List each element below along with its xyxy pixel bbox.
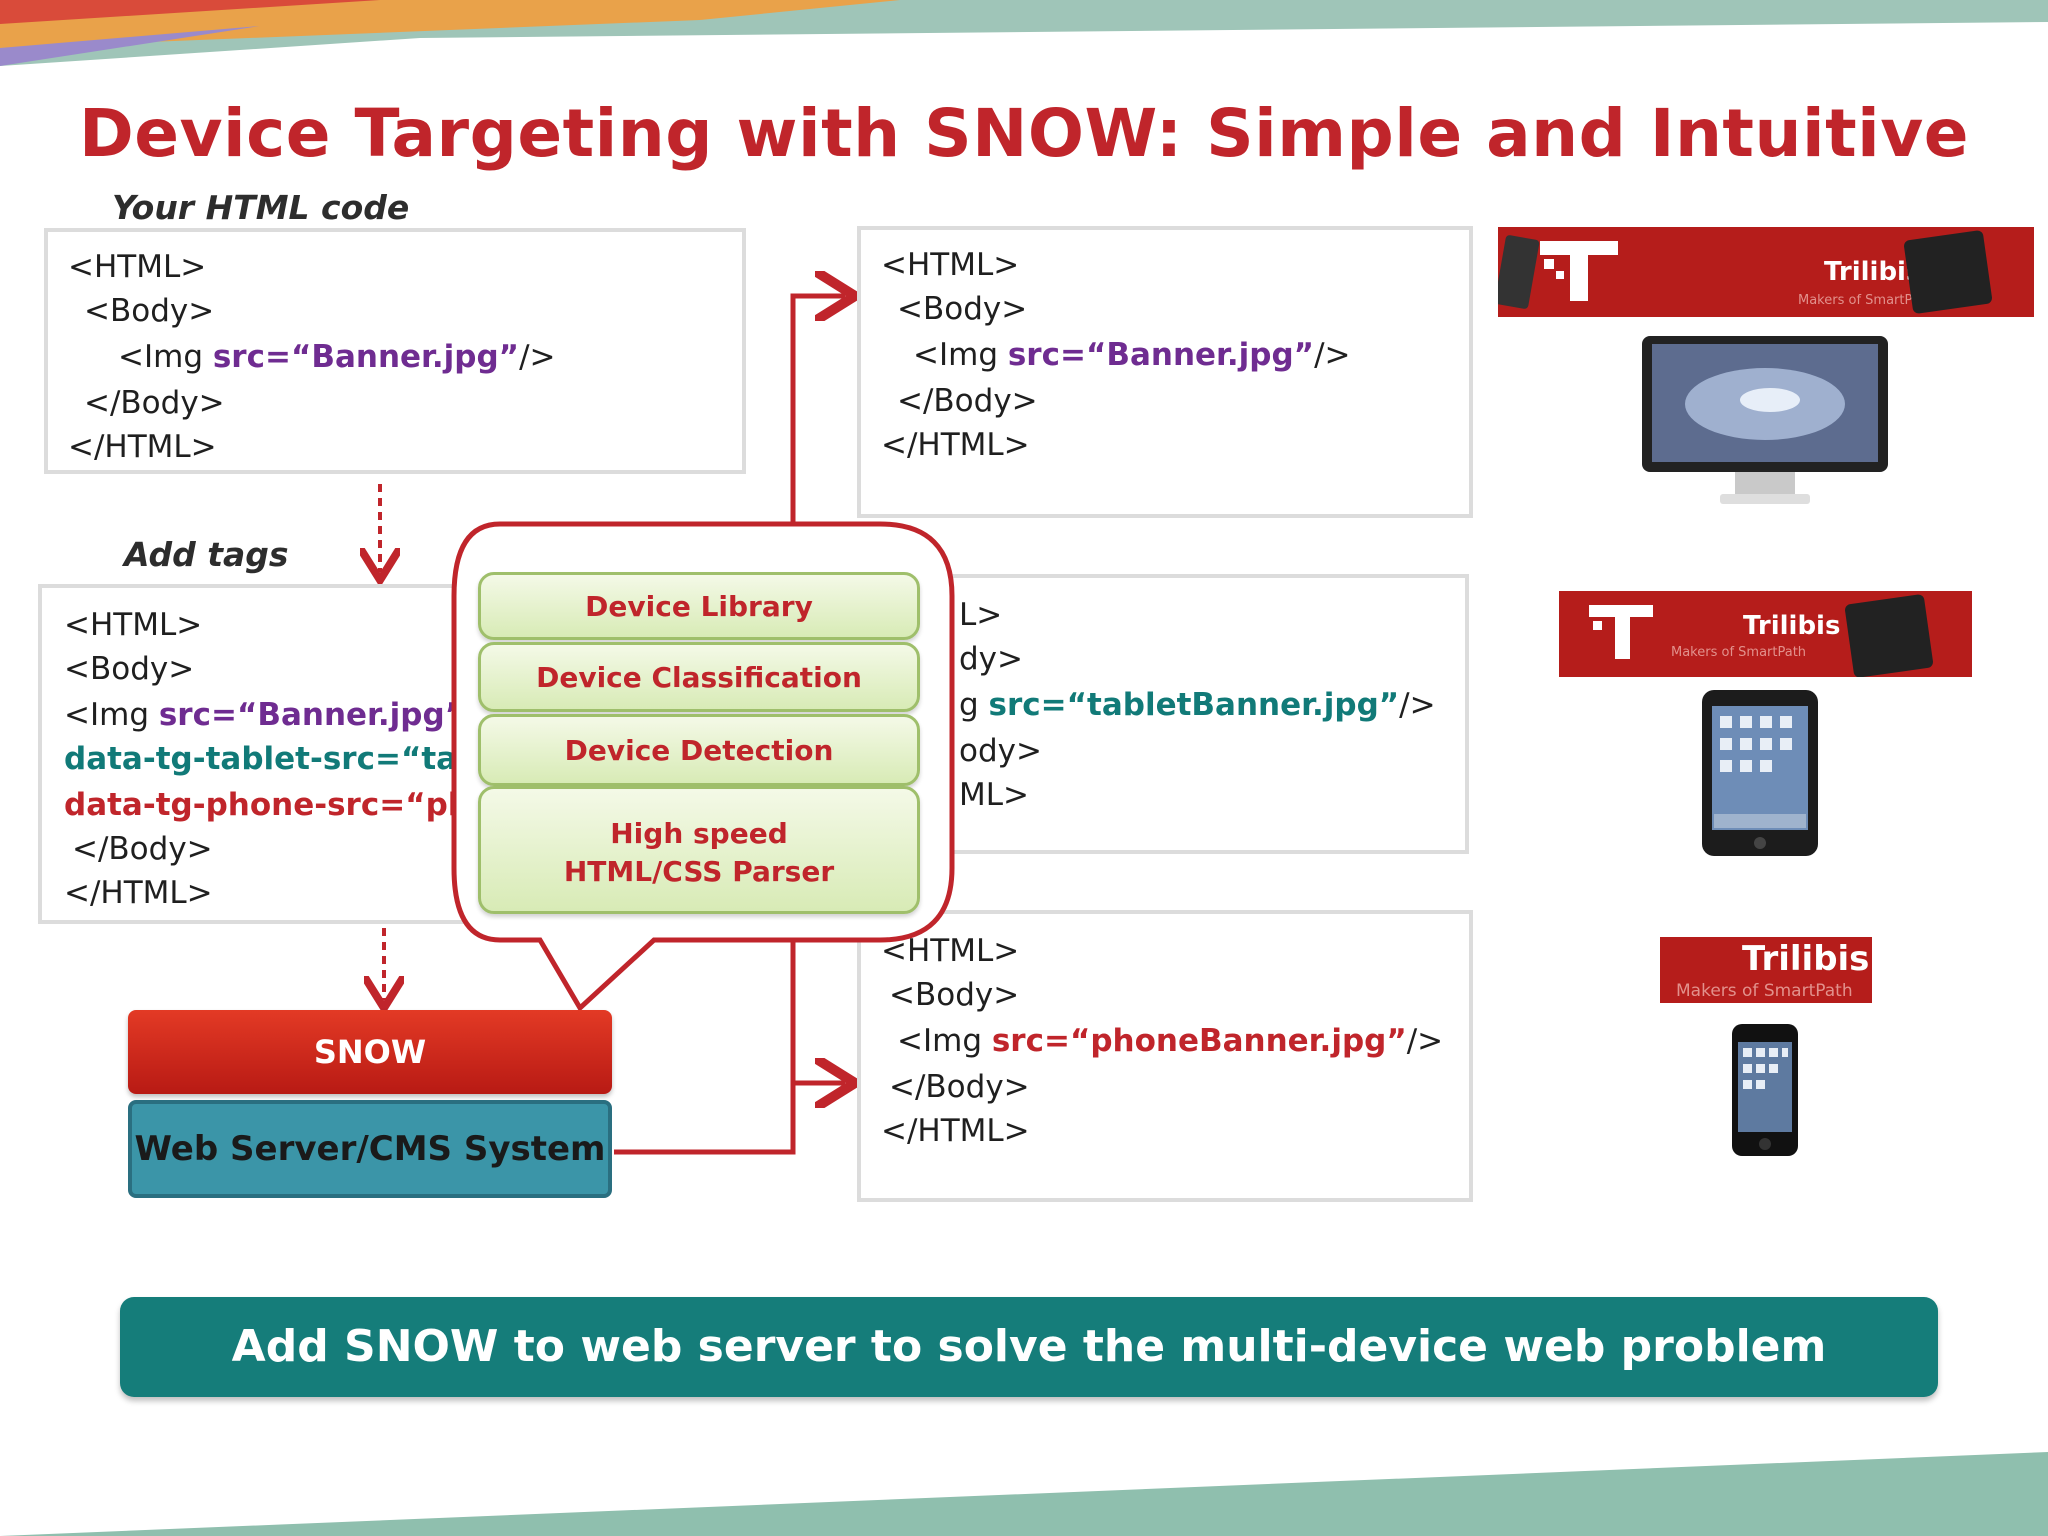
code-line: ody> [959,733,1042,769]
code-line: </HTML> [881,1113,1030,1149]
code-line: <HTML> [881,933,1020,969]
desktop-monitor-icon [1640,334,1890,510]
phone-icon [1730,1022,1800,1162]
tablet-banner: Trilibis Makers of SmartPath [1559,591,1972,677]
code-line: </Body> [72,831,213,867]
trilibis-logo-icon [1589,605,1653,659]
phone-banner: Trilibis Makers of SmartPath [1660,937,1872,1003]
banner-tagline: Makers of SmartPath [1671,645,1807,660]
top-decoration [0,0,2048,66]
tablet-output-box: L> dy> g src=“tabletBanner.jpg”/> ody> M… [857,574,1469,854]
device-library-box: Device Library [478,572,920,640]
src-attribute: src=“Banner.jpg” [212,339,520,375]
code-line: <Img src=“Banner.jpg”/> [913,337,1351,373]
banner-tagline: Makers of SmartPath [1798,293,1934,308]
desktop-banner: Trilibis Makers of SmartPath [1498,227,2034,317]
code-line: <HTML> [68,249,207,285]
parser-box: High speed HTML/CSS Parser [478,786,920,914]
banner-tagline: Makers of SmartPath [1676,981,1853,1001]
code-line: <HTML> [64,607,203,643]
code-line: <Img src=“Banner.jpg”/> [118,339,556,375]
tablet-icon [1700,688,1820,862]
code-line: </HTML> [64,875,213,911]
code-line: </HTML> [68,429,217,465]
tablet-src-attribute: src=“tabletBanner.jpg” [988,687,1400,723]
code-line: </Body> [84,385,225,421]
src-attribute: src=“Banner.jpg” [158,697,466,733]
banner-brand: Trilibis [1742,939,1870,979]
snow-layer: SNOW [128,1010,612,1094]
tagged-code-box: <HTML> <Body> <Img src=“Banner.jpg” data… [38,584,526,924]
desktop-output-box: <HTML> <Body> <Img src=“Banner.jpg”/> </… [857,226,1473,518]
code-line: <Body> [889,977,1020,1013]
web-server-layer: Web Server/CMS System [128,1100,612,1198]
bottom-decoration [0,1452,2048,1536]
code-line: </Body> [897,383,1038,419]
code-line: </HTML> [881,427,1030,463]
code-line: <Body> [64,651,195,687]
phone-thumbnail [1498,234,1540,310]
code-line: <Body> [84,293,215,329]
code-line: </Body> [889,1069,1030,1105]
code-line: <Img src=“Banner.jpg” [64,697,466,733]
tablet-src-attribute: data-tg-tablet-src=“tablet [64,741,526,777]
code-line: <HTML> [881,247,1020,283]
trilibis-logo-icon [1540,241,1618,301]
code-line: g src=“tabletBanner.jpg”/> [959,687,1436,723]
device-detection-box: Device Detection [478,714,920,786]
html-code-caption: Your HTML code [112,188,410,227]
phone-src-attribute: data-tg-phone-src=“phon [64,787,514,823]
banner-brand: Trilibis [1743,611,1841,641]
phone-src-attribute: src=“phoneBanner.jpg” [991,1023,1407,1059]
code-line: <Img src=“phoneBanner.jpg”/> [897,1023,1444,1059]
device-classification-box: Device Classification [478,642,920,712]
phone-output-box: <HTML> <Body> <Img src=“phoneBanner.jpg”… [857,910,1473,1202]
parser-line: High speed [610,817,788,850]
source-code-box: <HTML> <Body> <Img src=“Banner.jpg”/> </… [44,228,746,474]
code-line: ML> [959,777,1029,813]
src-attribute: src=“Banner.jpg” [1007,337,1315,373]
bottom-message: Add SNOW to web server to solve the mult… [120,1297,1938,1397]
code-line: dy> [959,641,1023,677]
add-tags-caption: Add tags [124,535,289,574]
code-line: <Body> [897,291,1028,327]
slide-title: Device Targeting with SNOW: Simple and I… [78,95,1970,172]
code-line: L> [959,597,1003,633]
tablet-thumbnail [1903,229,1993,315]
tablet-thumbnail [1844,593,1934,677]
banner-brand: Trilibis [1824,257,1922,287]
parser-line: HTML/CSS Parser [563,855,835,888]
